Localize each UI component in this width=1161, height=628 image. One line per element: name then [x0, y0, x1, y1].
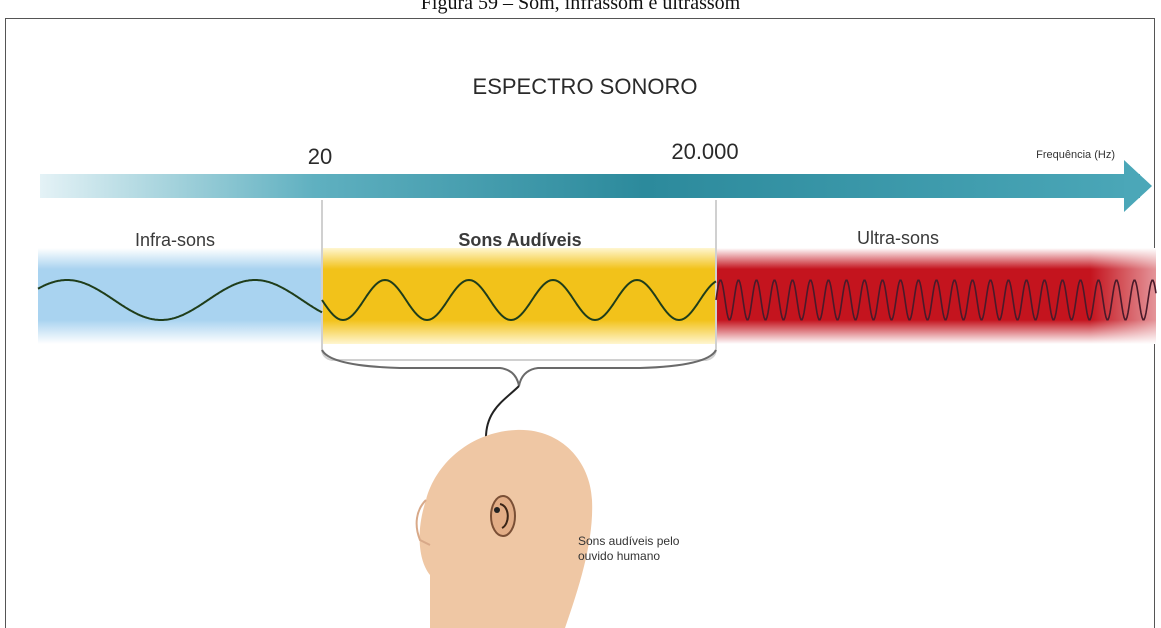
band-label-infra: Infra-sons: [135, 230, 215, 250]
infra-wave: [37, 279, 323, 321]
band-label-ultra: Ultra-sons: [857, 228, 939, 248]
sound-waves: [37, 278, 1157, 322]
infra-sound-band: [38, 248, 322, 344]
audible-wave: [321, 278, 717, 322]
band-label-audible: Sons Audíveis: [458, 230, 581, 250]
audible-sound-band: [322, 248, 716, 344]
frequency-arrow: [40, 160, 1152, 212]
ear-note-line2: ouvido humano: [578, 549, 660, 563]
audible-brace: [321, 349, 717, 387]
ear-note-line1: Sons audíveis pelo: [578, 534, 680, 548]
axis-label: Frequência (Hz): [1036, 149, 1115, 161]
ultra-wave: [715, 279, 1157, 321]
tick-label-low: 20: [308, 144, 332, 169]
tick-label-high: 20.000: [671, 139, 738, 164]
figure-caption: Figura 59 – Som, infrassom e ultrassom: [420, 0, 741, 14]
ear-icon: [490, 495, 516, 537]
diagram-title: ESPECTRO SONORO: [473, 74, 698, 99]
